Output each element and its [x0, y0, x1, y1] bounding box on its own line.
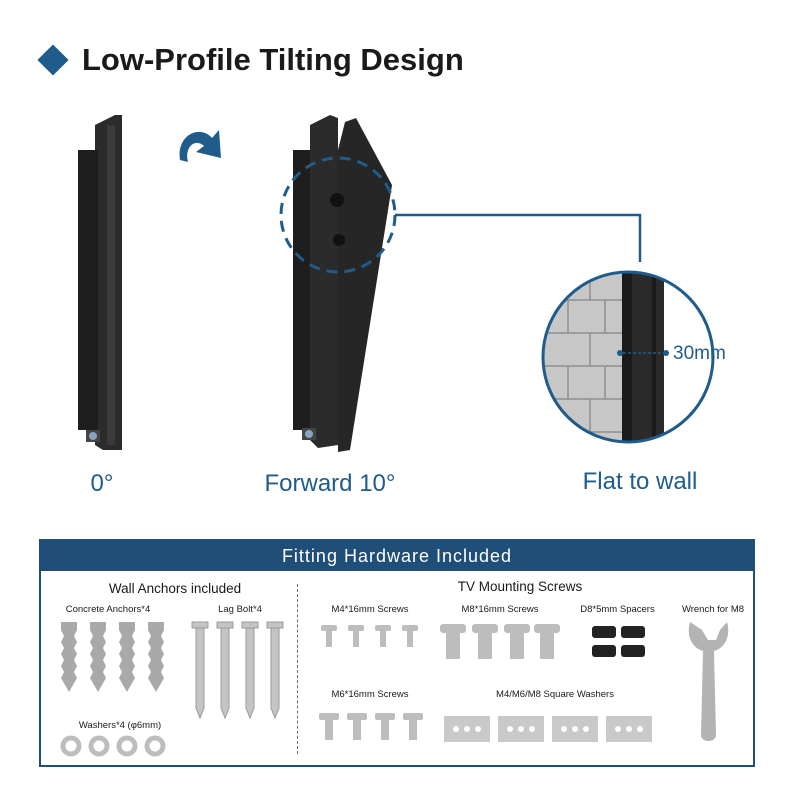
- zoom-connector-line: [395, 213, 642, 262]
- mount-forward-tilt: [279, 115, 397, 452]
- hardware-panel-title: Fitting Hardware Included: [41, 541, 753, 571]
- m6-screws-label: M6*16mm Screws: [331, 689, 409, 700]
- concrete-anchors-label: Concrete Anchors*4: [65, 604, 151, 615]
- m8-screws-label: M8*16mm Screws: [461, 604, 539, 615]
- square-washer-icon: [444, 716, 652, 742]
- m4-screw-icon: [321, 625, 418, 647]
- tv-screws-heading: TV Mounting Screws: [457, 579, 583, 594]
- wrench-label: Wrench for M8: [681, 604, 745, 615]
- m6-screw-icon: [319, 713, 423, 740]
- zoom-circle-flat: [543, 272, 713, 442]
- hardware-panel: Fitting Hardware Included: [39, 539, 755, 767]
- spacers-label: D8*5mm Spacers: [580, 604, 655, 615]
- spacer-icon: [592, 626, 645, 657]
- panel-divider: [297, 584, 298, 754]
- caption-zero: 0°: [90, 470, 114, 497]
- lag-bolt-icon: [191, 621, 284, 720]
- page-title: Low-Profile Tilting Design: [82, 42, 464, 77]
- washers-label: Washers*4 (φ6mm): [78, 720, 162, 731]
- caption-flat: Flat to wall: [582, 468, 698, 495]
- lag-bolt-label: Lag Bolt*4: [218, 604, 262, 615]
- m8-screw-icon: [440, 624, 560, 659]
- m4-screws-label: M4*16mm Screws: [331, 604, 409, 615]
- concrete-anchor-icon: [61, 622, 164, 692]
- gap-label: 30mm: [673, 343, 726, 364]
- mount-zero-degree: [78, 115, 122, 450]
- section-title: Low-Profile Tilting Design: [37, 38, 464, 82]
- wrench-icon: [688, 622, 729, 741]
- washer-icon: [60, 735, 166, 757]
- tilt-illustrations: [78, 115, 715, 452]
- rotate-arrow-icon: [179, 130, 221, 162]
- caption-forward: Forward 10°: [264, 470, 396, 497]
- square-washers-label: M4/M6/M8 Square Washers: [496, 689, 614, 700]
- wall-anchors-heading: Wall Anchors included: [108, 581, 242, 596]
